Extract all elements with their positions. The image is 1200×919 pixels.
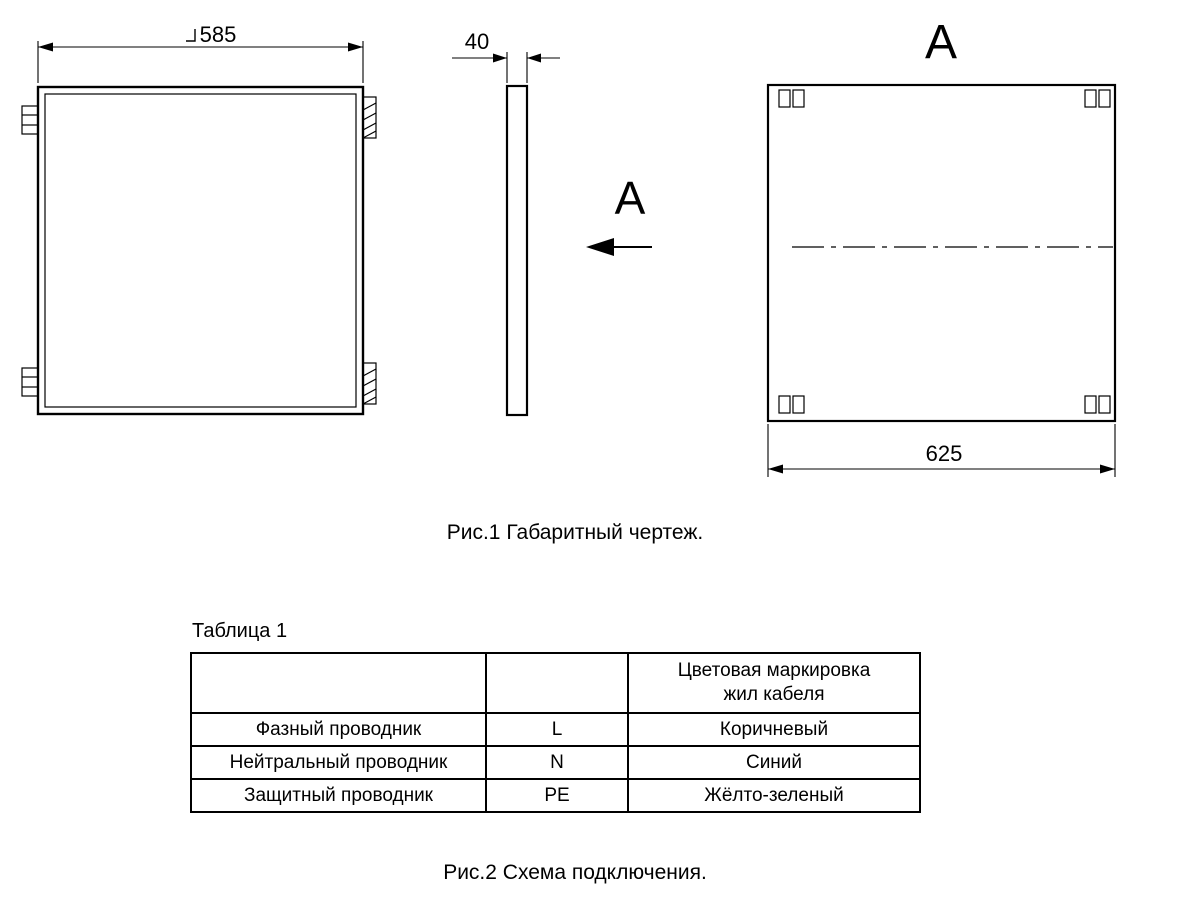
front-view-outer-frame — [36, 85, 365, 416]
conductor-name: Нейтральный проводник — [190, 745, 487, 780]
conductor-color: Коричневый — [627, 712, 921, 747]
clip-bottom-left-icon — [21, 367, 39, 397]
front-view-inner-frame — [44, 93, 357, 408]
side-thickness-dimension — [452, 52, 560, 83]
table-row-phase: Фазный проводник L Коричневый — [190, 712, 921, 747]
front-width-dim-label: 585 — [200, 22, 237, 47]
table1-title: Таблица 1 — [192, 620, 288, 642]
figure1-caption: Рис.1 Габаритный чертеж. — [446, 521, 704, 544]
conductor-symbol: N — [485, 745, 629, 780]
dim-arrow-right — [493, 53, 507, 63]
dim-arrow-left — [527, 53, 541, 63]
table-header-row: Цветовая маркировка жил кабеля — [190, 652, 921, 714]
square-symbol-icon — [186, 29, 196, 42]
side-view — [452, 52, 560, 417]
header-cell-empty-1 — [190, 652, 487, 714]
header-color-marking-line2: жил кабеля — [723, 684, 825, 705]
bolt-top-right-icon — [1084, 89, 1111, 108]
header-color-marking-line1: Цветовая маркировка — [677, 660, 871, 682]
side-thickness-dim-label: 40 — [465, 29, 489, 54]
conductor-name: Защитный проводник — [190, 778, 487, 813]
header-cell-color-marking: Цветовая маркировка жил кабеля — [627, 652, 921, 714]
wiring-table: Цветовая маркировка жил кабеля Фазный пр… — [190, 652, 921, 813]
dimensional-drawing: 585 40 A A — [21, 16, 1117, 477]
dim-arrow-left — [768, 464, 783, 474]
section-view-arrow-icon — [586, 238, 652, 256]
dim-arrow-right — [1100, 464, 1115, 474]
view-a-width-dim-label: 625 — [926, 441, 963, 466]
section-marker-label: A — [615, 172, 646, 224]
conductor-symbol: PE — [485, 778, 629, 813]
view-a-width-dimension — [767, 424, 1116, 477]
conductor-symbol: L — [485, 712, 629, 747]
conductor-color: Синий — [627, 745, 921, 780]
view-a-outline — [766, 83, 1117, 423]
dim-arrow-left — [38, 42, 53, 52]
view-a-label: A — [925, 16, 957, 69]
bolt-bottom-left-icon — [778, 395, 805, 414]
table-row-neutral: Нейтральный проводник N Синий — [190, 745, 921, 780]
view-a-drawing — [766, 83, 1117, 477]
clip-top-left-icon — [21, 105, 39, 135]
bolt-bottom-right-icon — [1084, 395, 1111, 414]
spring-clip-bottom-right-icon — [362, 362, 377, 405]
conductor-color: Жёлто-зеленый — [627, 778, 921, 813]
front-width-dimension — [37, 29, 364, 83]
bolt-top-left-icon — [778, 89, 805, 108]
table-row-protective: Защитный проводник PE Жёлто-зеленый — [190, 778, 921, 813]
figure2-caption: Рис.2 Схема подключения. — [443, 861, 707, 884]
front-view — [21, 29, 377, 416]
header-cell-empty-2 — [485, 652, 629, 714]
dim-arrow-right — [348, 42, 363, 52]
spring-clip-top-right-icon — [362, 96, 377, 139]
conductor-name: Фазный проводник — [190, 712, 487, 747]
side-view-outline — [505, 84, 529, 417]
